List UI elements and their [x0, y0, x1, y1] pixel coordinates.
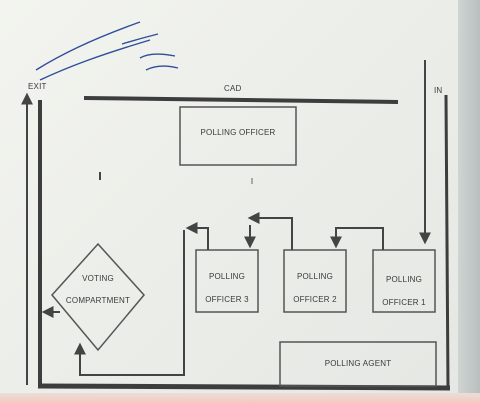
polling-agent-box	[279, 341, 437, 387]
polling-officer-2-box	[283, 249, 347, 313]
polling-officer-box	[179, 106, 297, 166]
cad-label: CAD	[224, 84, 242, 93]
polling-officer-2-label-1: POLLING	[296, 272, 334, 281]
polling-agent-label: POLLING AGENT	[324, 359, 392, 368]
bottom-wall	[37, 383, 451, 391]
flow-to-compartment	[74, 230, 185, 376]
right-wall	[444, 94, 450, 389]
polling-officer-3-label-2: OFFICER 3	[205, 295, 249, 304]
polling-officer-3-box	[195, 249, 259, 313]
polling-officer-1-label-1: POLLING	[385, 275, 423, 284]
flow-2-to-3	[247, 212, 293, 250]
cad-line	[83, 96, 399, 104]
in-label: IN	[434, 86, 443, 95]
polling-officer-1-label-2: OFFICER 1	[382, 298, 426, 307]
paper-edge-right	[458, 0, 480, 403]
voting-compartment-diamond	[51, 242, 145, 352]
polling-officer-2-label-2: OFFICER 2	[293, 295, 337, 304]
exit-label: EXIT	[28, 82, 47, 91]
polling-officer-1-box	[372, 249, 436, 313]
flow-1-to-2	[330, 227, 384, 250]
polling-officer-3-label-1: POLLING	[208, 272, 246, 281]
polling-officer-label: POLLING OFFICER	[200, 128, 276, 137]
voting-compartment-label-1: VOTING	[82, 274, 114, 283]
flow-3-out	[185, 222, 209, 250]
handwriting-scribble	[35, 21, 179, 81]
paper-edge-bottom	[0, 393, 480, 403]
voting-compartment-label-2: COMPARTMENT	[65, 296, 131, 305]
